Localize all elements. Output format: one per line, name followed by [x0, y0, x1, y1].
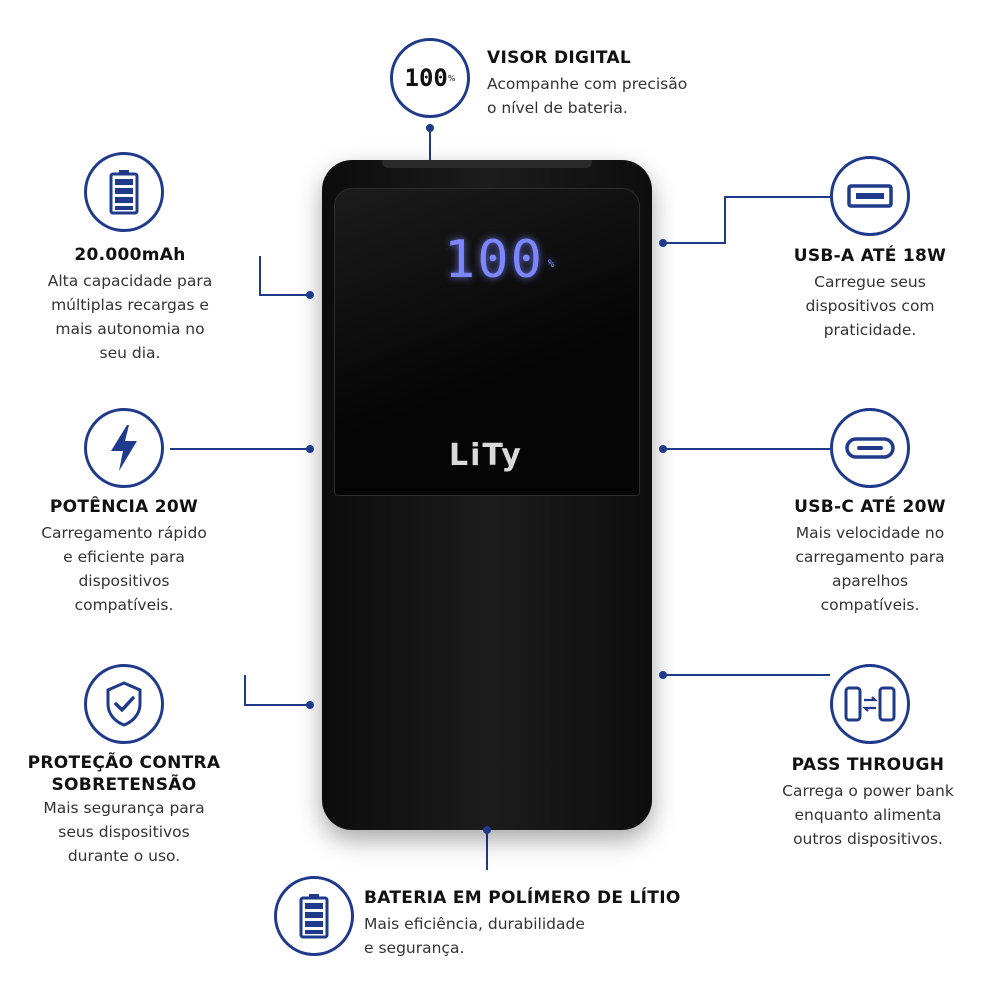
- brand-logo: LiTy: [449, 438, 523, 473]
- visor-title: VISOR DIGITAL: [487, 48, 632, 68]
- digital-display-icon: 100%: [390, 38, 470, 118]
- power-desc: Carregamento rápido e eficiente para dis…: [41, 524, 207, 614]
- usba-title: USB-A ATÉ 18W: [793, 246, 947, 266]
- battery-full-icon: [84, 152, 164, 232]
- battery-title: BATERIA EM POLÍMERO DE LÍTIO: [364, 888, 681, 908]
- usb-a-port-icon: [830, 156, 910, 236]
- battery-desc: Mais eficiência, durabilidade e seguranç…: [364, 915, 585, 957]
- power-bank-device: 100% LiTy: [322, 160, 652, 830]
- connector-dot: [659, 445, 667, 453]
- icon-display-percent: %: [447, 73, 456, 83]
- device-screen-panel: 100% LiTy: [334, 188, 640, 496]
- connector-dot: [306, 291, 314, 299]
- connector-dot: [306, 701, 314, 709]
- connector-dot: [306, 445, 314, 453]
- connector-dot: [483, 826, 491, 834]
- port-slots: [382, 160, 592, 168]
- passthrough-title: PASS THROUGH: [791, 755, 945, 775]
- led-digits: 100: [444, 230, 544, 290]
- capacity-title: 20.000mAh: [74, 245, 186, 265]
- usba-desc: Carregue seus dispositivos com praticida…: [805, 273, 935, 339]
- shield-check-icon: [84, 664, 164, 744]
- power-title: POTÊNCIA 20W: [49, 497, 199, 517]
- protection-title: PROTEÇÃO CONTRA SOBRETENSÃO: [27, 753, 221, 795]
- usbc-desc: Mais velocidade no carregamento para apa…: [795, 524, 945, 614]
- usb-c-port-icon: [830, 408, 910, 488]
- visor-desc: Acompanhe com precisão o nível de bateri…: [487, 75, 688, 117]
- usbc-title: USB-C ATÉ 20W: [794, 497, 946, 517]
- lightning-icon: [84, 408, 164, 488]
- pass-through-icon: [830, 664, 910, 744]
- led-display: 100%: [444, 230, 557, 290]
- capacity-desc: Alta capacidade para múltiplas recargas …: [47, 272, 213, 362]
- passthrough-desc: Carrega o power bank enquanto alimenta o…: [782, 782, 954, 848]
- protection-desc: Mais segurança para seus dispositivos du…: [43, 799, 205, 865]
- led-percent: %: [547, 256, 557, 270]
- icon-display-digits: 100: [404, 64, 448, 92]
- connector-dot: [659, 671, 667, 679]
- connector-dot: [426, 124, 434, 132]
- lithium-battery-icon: [274, 876, 354, 956]
- connector-dot: [659, 239, 667, 247]
